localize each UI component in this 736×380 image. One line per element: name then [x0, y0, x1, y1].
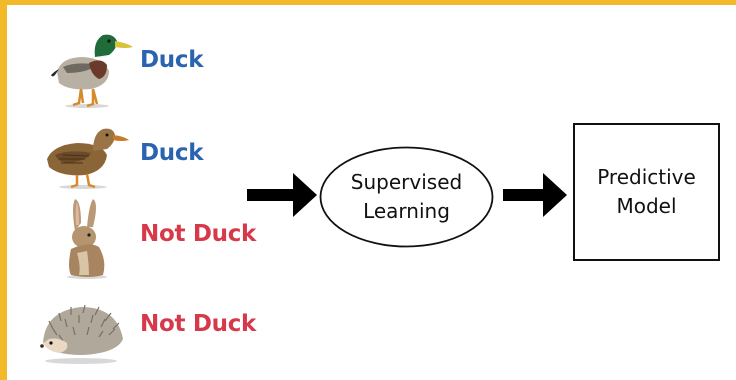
output-line-1: Predictive: [597, 165, 696, 189]
ellipse-shape: [319, 146, 494, 248]
supervised-learning-text: Supervised Learning: [319, 146, 494, 248]
mallard-hen-image: [47, 128, 129, 189]
hedgehog-image: [40, 304, 123, 364]
example-label: Not Duck: [140, 221, 257, 247]
example-label: Duck: [140, 140, 204, 166]
supervised-learning-node: Supervised Learning: [319, 146, 494, 248]
process-line-1: Supervised: [350, 170, 463, 194]
output-line-2: Model: [616, 194, 677, 218]
example-label: Duck: [140, 47, 204, 73]
arrow-to-model: [503, 173, 567, 217]
process-line-2: Learning: [363, 199, 450, 223]
mallard-drake-image: [51, 34, 133, 108]
arrow-to-learning: [247, 173, 317, 217]
rabbit-image: [67, 199, 107, 279]
predictive-model-node: Predictive Model: [573, 123, 720, 261]
example-label: Not Duck: [140, 311, 257, 337]
